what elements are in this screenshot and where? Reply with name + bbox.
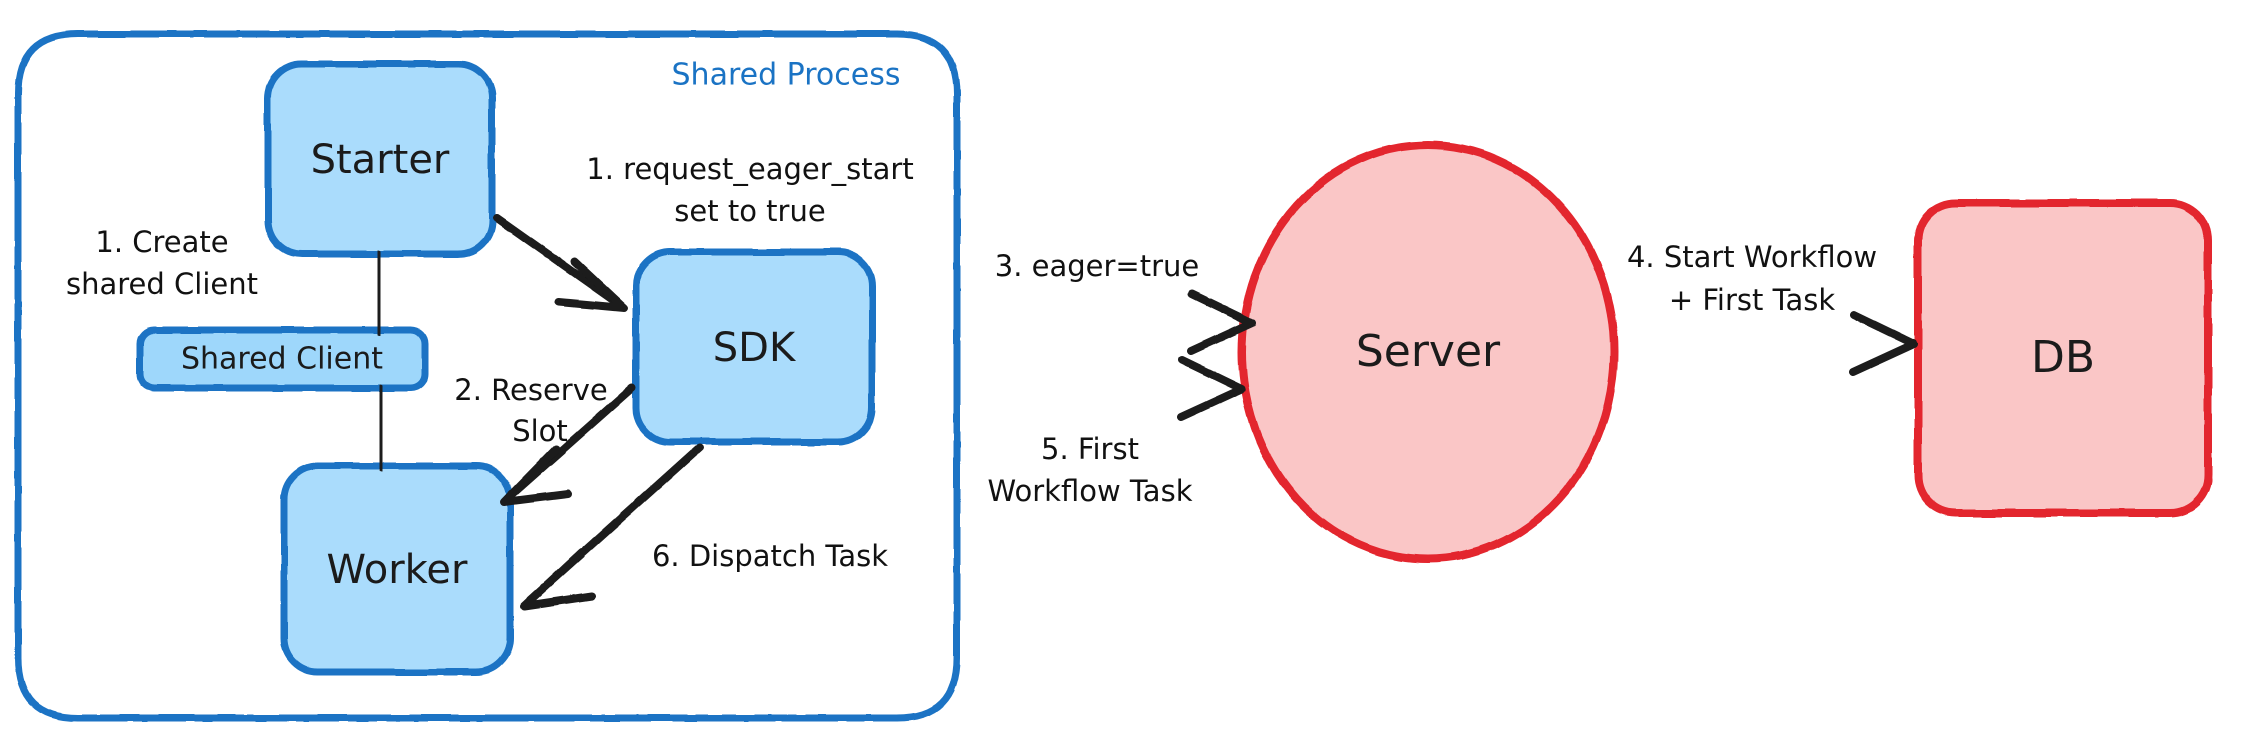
edge-5-server-to-sdk: 5. First Workflow Task — [870, 356, 1246, 508]
starter-label: Starter — [311, 137, 450, 183]
edge-3-sdk-to-server: 3. eager=true — [870, 249, 1256, 355]
shared-process-label: Shared Process — [672, 58, 901, 93]
edge-4-arrowhead-icon — [1849, 311, 1918, 376]
shared-client-box — [136, 326, 429, 392]
edge-label-create-shared-client-line1: 1. Create — [95, 225, 228, 259]
edge-2-sdk-to-worker: 2. Reserve Slot — [454, 373, 636, 506]
edge-label-create-shared-client: 1. Create shared Client — [66, 225, 258, 301]
edge-1-arrowhead-icon — [555, 258, 628, 312]
db-label: DB — [2031, 332, 2095, 383]
edge-5-label-line2: Workflow Task — [988, 474, 1193, 508]
shared-process-border — [14, 30, 961, 722]
shared-client-label: Shared Client — [181, 342, 383, 377]
worker-label: Worker — [327, 547, 468, 593]
node-starter[interactable]: Starter — [264, 60, 496, 258]
edge-3-label: 3. eager=true — [995, 249, 1200, 283]
edge-6-arrowhead-icon — [520, 548, 596, 610]
edge-4-label-line1: 4. Start Workflow — [1627, 240, 1877, 274]
edge-6-sdk-to-worker: 6. Dispatch Task — [520, 443, 888, 610]
node-sdk[interactable]: SDK — [632, 248, 876, 446]
edge-1-label-line1: 1. request_eager_start — [586, 152, 913, 186]
edge-5-arrowhead-icon — [1177, 356, 1246, 421]
sdk-box — [632, 248, 876, 446]
edge-5-label-line1: 5. First — [1041, 432, 1139, 466]
node-worker[interactable]: Worker — [280, 462, 514, 676]
server-label: Server — [1356, 326, 1501, 377]
edge-1-label-line2: set to true — [674, 194, 825, 228]
node-db[interactable]: DB — [1914, 199, 2212, 517]
edge-label-create-shared-client-line2: shared Client — [66, 267, 258, 301]
edge-6-label: 6. Dispatch Task — [652, 539, 888, 573]
sdk-label: SDK — [713, 325, 797, 371]
edge-line-starter-sharedclient — [374, 250, 384, 336]
node-server[interactable]: Server — [1238, 141, 1618, 563]
worker-box — [280, 462, 514, 676]
edge-2-label-line1: 2. Reserve — [454, 373, 607, 407]
shared-process-group: Shared Process — [14, 30, 961, 722]
server-ellipse — [1238, 141, 1618, 563]
edge-4-server-to-db: 4. Start Workflow + First Task — [1626, 240, 1918, 376]
edge-4-label-line2: + First Task — [1669, 283, 1836, 317]
edge-1-starter-to-sdk: 1. request_eager_start set to true — [493, 152, 914, 312]
edge-1-line — [493, 214, 624, 309]
db-box — [1914, 199, 2212, 517]
edge-starter-shared-client-worker — [374, 250, 386, 472]
node-shared-client[interactable]: Shared Client — [136, 326, 429, 392]
edge-line-sharedclient-worker — [376, 384, 386, 472]
edge-2-arrowhead-icon — [500, 445, 572, 506]
edge-2-label-line2: Slot — [512, 414, 568, 448]
edge-3-arrowhead-icon — [1187, 290, 1256, 355]
